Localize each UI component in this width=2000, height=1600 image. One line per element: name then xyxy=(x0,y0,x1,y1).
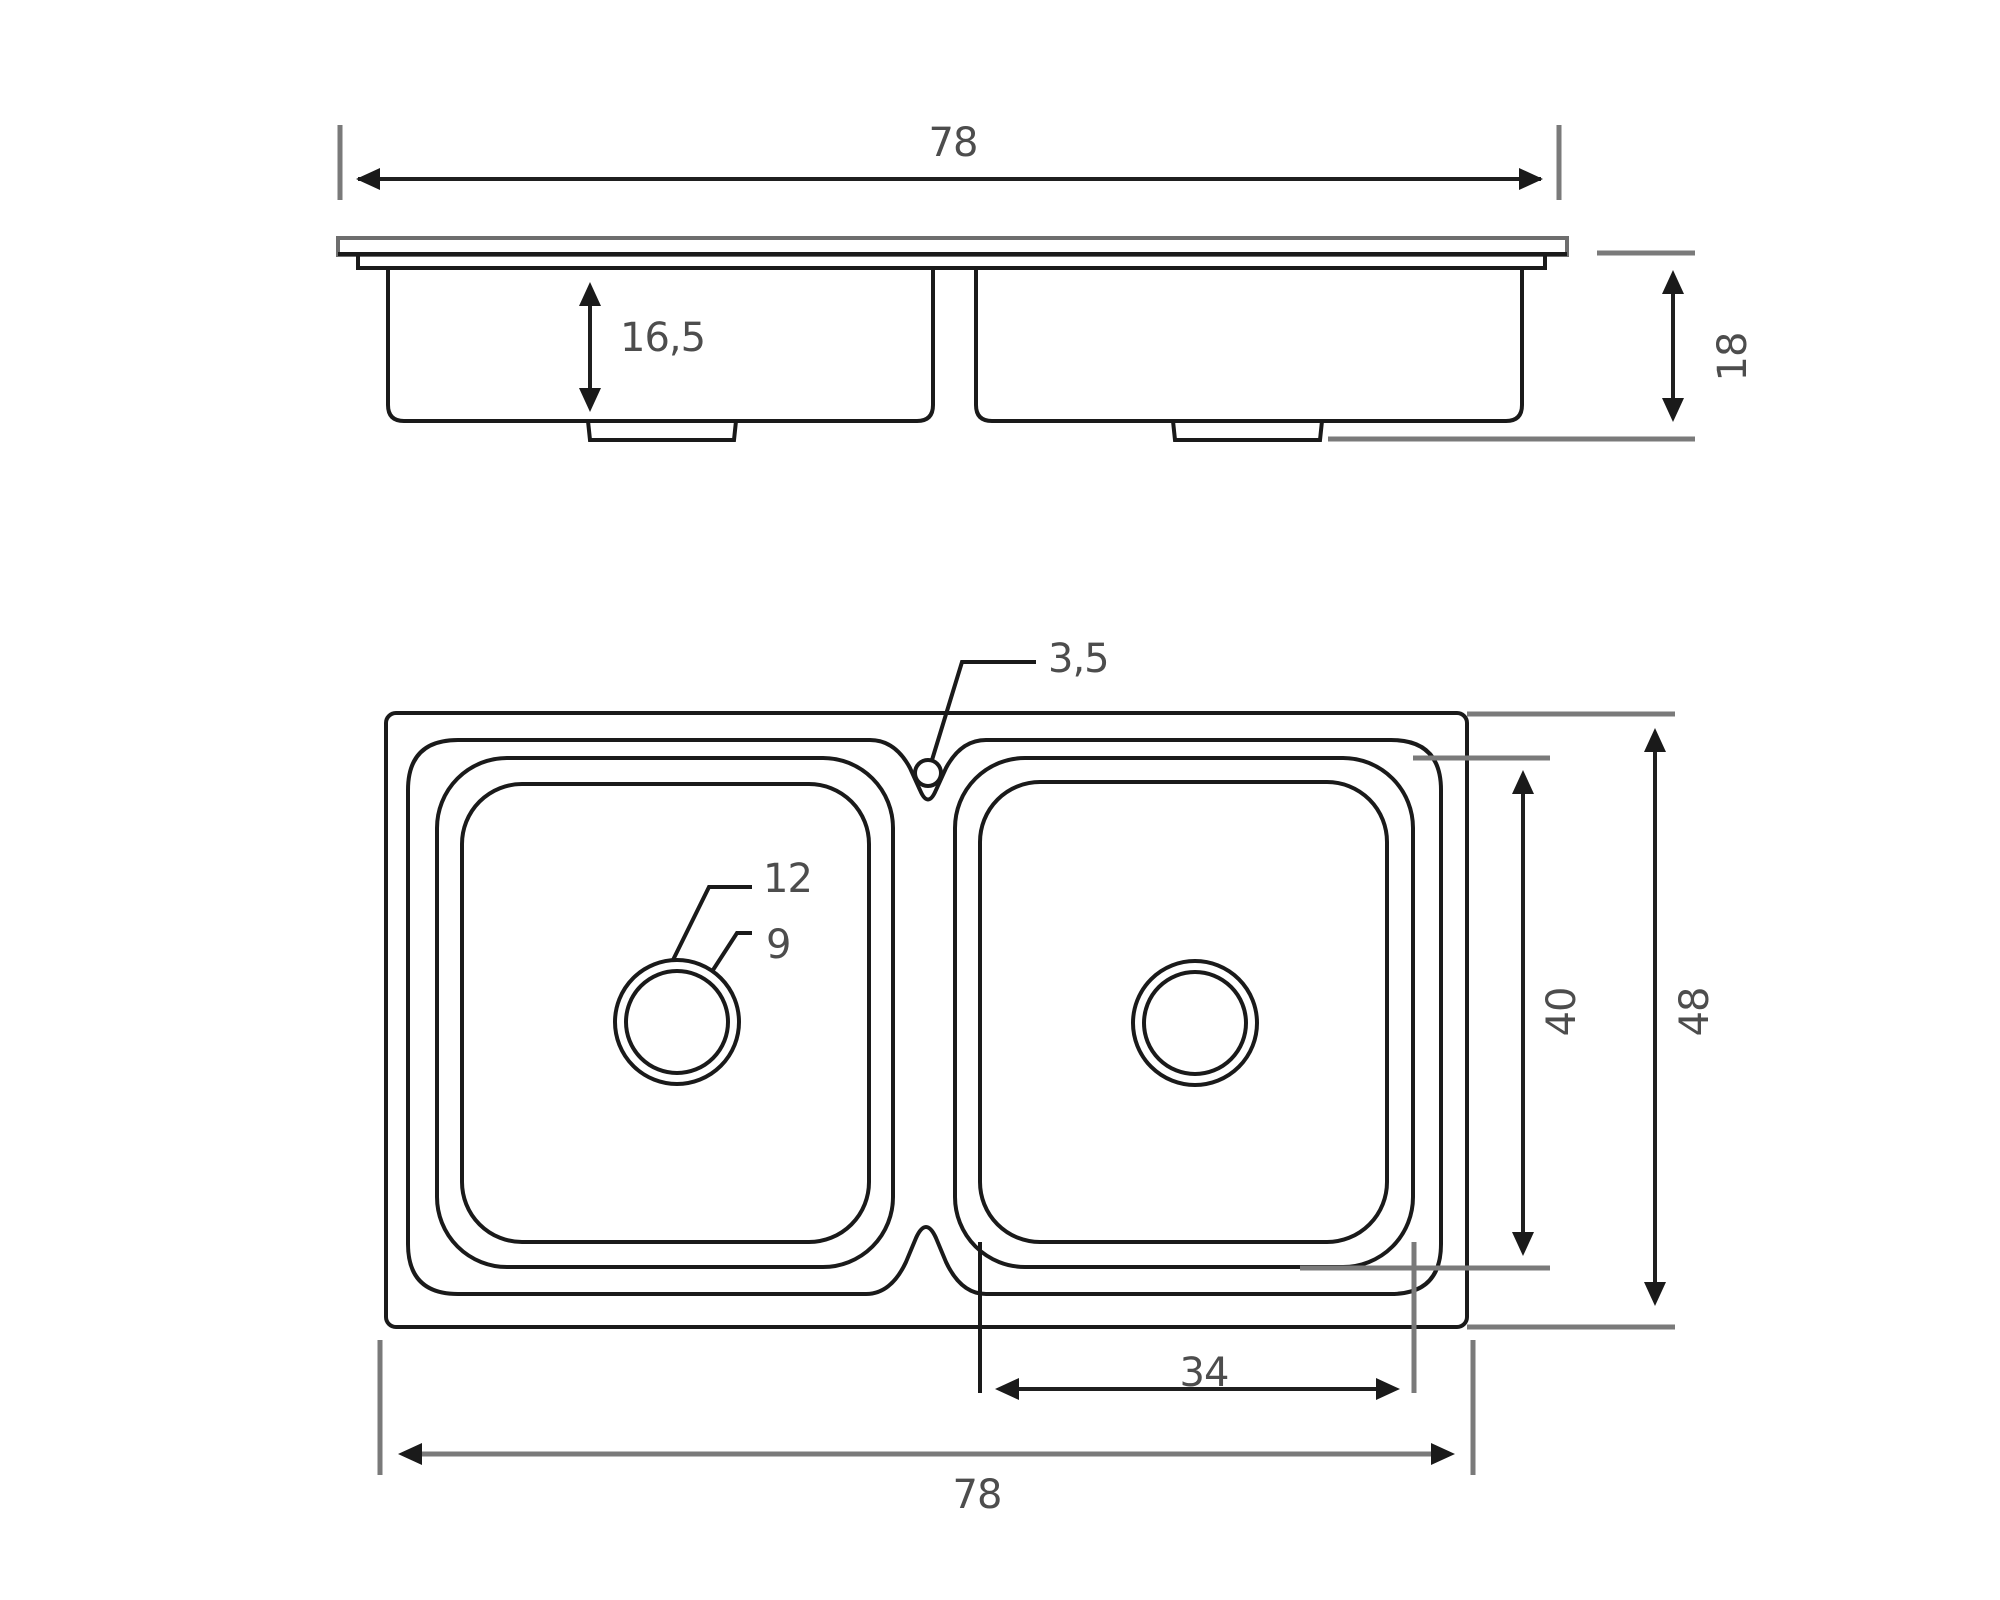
label-overall-height: 18 xyxy=(1710,332,1756,382)
tap-hole xyxy=(913,758,943,788)
dimension-overall-width-top xyxy=(337,125,1562,200)
dimension-overall-width-bottom xyxy=(377,1340,1476,1475)
left-bowl-inner xyxy=(460,782,871,1244)
left-drain-outer xyxy=(613,958,741,1086)
leader-drain-inner xyxy=(711,931,752,972)
side-view xyxy=(336,125,1695,442)
left-drain-inner xyxy=(624,969,730,1075)
deck-recess-outline xyxy=(406,738,1443,1296)
left-bowl-profile xyxy=(386,268,935,423)
dimension-overall-depth xyxy=(1467,711,1675,1330)
label-plan-overall-width: 78 xyxy=(952,1472,1003,1518)
arrow-left-icon xyxy=(356,168,380,190)
label-bowl-inner-depth: 40 xyxy=(1539,987,1585,1037)
left-drain-profile xyxy=(586,420,738,442)
dimension-overall-height xyxy=(1328,250,1695,442)
sink-rim-profile xyxy=(336,236,1569,270)
arrow-right-icon xyxy=(1519,168,1543,190)
right-drain-profile xyxy=(1171,420,1324,442)
label-drain-outer: 12 xyxy=(763,856,813,902)
label-side-overall-width: 78 xyxy=(928,120,979,166)
leader-tap-hole xyxy=(930,660,1036,761)
label-drain-inner: 9 xyxy=(766,922,791,968)
dimension-bowl-inner-depth xyxy=(1300,755,1550,1271)
plan-view xyxy=(377,660,1675,1475)
label-overall-depth: 48 xyxy=(1672,987,1718,1037)
right-drain-outer xyxy=(1131,959,1259,1087)
left-bowl-outer xyxy=(435,756,895,1269)
right-drain-inner xyxy=(1142,970,1248,1076)
dimension-bowl-depth xyxy=(579,282,601,412)
label-bowl-width: 34 xyxy=(1179,1350,1230,1396)
dimension-bowl-width xyxy=(978,1242,1417,1400)
right-bowl-inner xyxy=(978,780,1389,1244)
leader-drain-outer xyxy=(671,885,752,961)
label-bowl-depth: 16,5 xyxy=(620,315,706,361)
right-bowl-outer xyxy=(953,756,1415,1269)
label-tap-hole: 3,5 xyxy=(1048,636,1110,682)
right-bowl-profile xyxy=(974,268,1524,423)
sink-outer-outline xyxy=(384,711,1469,1329)
